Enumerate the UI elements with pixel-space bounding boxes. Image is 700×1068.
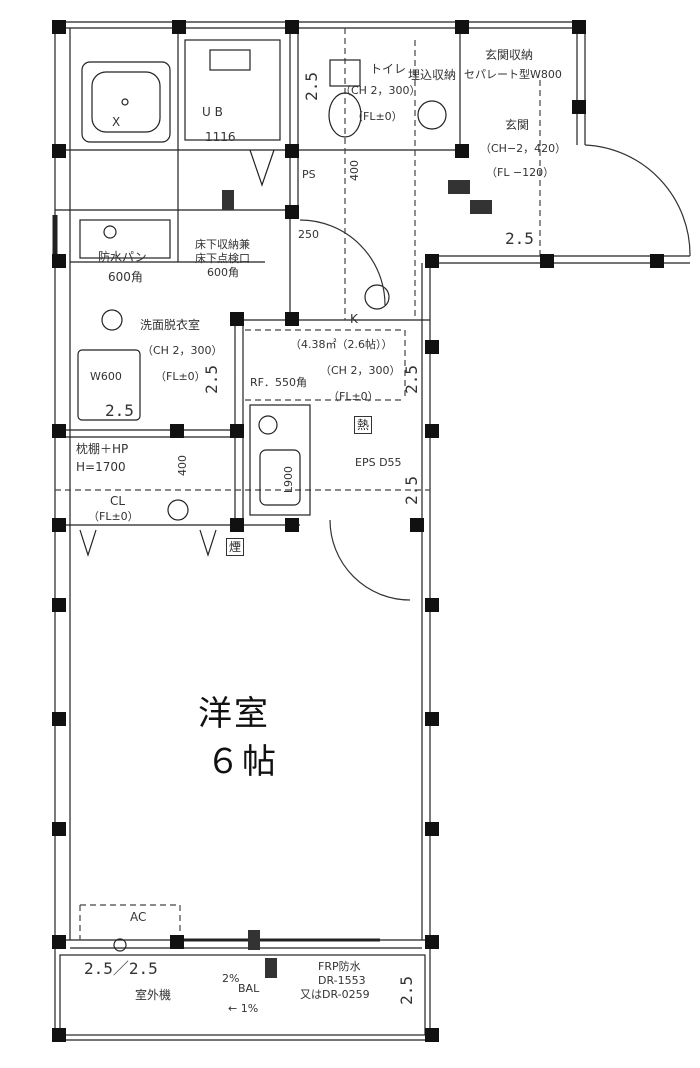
washroom-label: 洗面脱衣室 bbox=[140, 318, 201, 332]
ub-label: U B bbox=[202, 105, 223, 119]
balcony-slope: 2% bbox=[222, 972, 240, 985]
bathtub bbox=[81, 61, 171, 143]
outdoor-unit-label: 室外機 bbox=[135, 988, 172, 1002]
toilet-fixture bbox=[328, 59, 362, 138]
kitchen-k-label: K bbox=[350, 312, 358, 326]
interior-walls bbox=[55, 28, 461, 530]
cl-light-icon bbox=[167, 499, 189, 521]
dim-400-a: 400 bbox=[348, 160, 361, 181]
toilet-sink bbox=[417, 100, 447, 130]
dim-entrance: 2.5 bbox=[505, 229, 534, 248]
washroom-light-icon bbox=[101, 309, 123, 331]
washbasin bbox=[77, 349, 141, 421]
kitchen-ch: （CH 2，300） bbox=[320, 364, 401, 377]
dim-eps: 2.5 bbox=[402, 476, 421, 505]
bal-label: BAL bbox=[238, 982, 260, 995]
dim-kitchen-right: 2.5 bbox=[402, 365, 421, 394]
heat-symbol-icon: 熱 bbox=[354, 416, 372, 434]
underfloor-storage-3: 600角 bbox=[207, 266, 239, 279]
toilet-fl: （FL±0） bbox=[352, 110, 403, 123]
frp-label-1: FRP防水 bbox=[318, 960, 361, 973]
kitchen-fl: （FL±0） bbox=[328, 390, 379, 403]
main-room-size: ６帖 bbox=[206, 742, 278, 782]
unit-bath-floor bbox=[184, 39, 281, 141]
entrance-storage-label: 玄関収納 bbox=[485, 48, 534, 62]
entrance-storage-type: セパレート型W800 bbox=[464, 68, 562, 81]
waterproof-pan-label: 防水パン bbox=[98, 250, 147, 264]
shelf-label-2: H=1700 bbox=[76, 460, 126, 474]
kitchen-area: （4.38㎡（2.6帖）） bbox=[290, 338, 393, 351]
frp-label-3: 又はDR-0259 bbox=[300, 988, 370, 1001]
drain-icon bbox=[103, 225, 117, 239]
cl-label: CL bbox=[110, 494, 126, 508]
outer-walls bbox=[54, 21, 690, 1041]
underfloor-storage-1: 床下収納兼 bbox=[195, 238, 250, 251]
waterproof-pan-size: 600角 bbox=[108, 270, 143, 284]
slope-arrow-label: ← 1% bbox=[228, 1002, 259, 1015]
main-room-name: 洋室 bbox=[198, 694, 270, 734]
ps-label: PS bbox=[302, 168, 316, 181]
closet-marks bbox=[79, 149, 275, 557]
hatch-marks bbox=[222, 180, 492, 978]
entrance-ch: （CH−2，420） bbox=[480, 142, 567, 155]
dim-bal-right: 2.5 bbox=[397, 976, 416, 1005]
built-in-storage-label: 埋込収納 bbox=[408, 68, 457, 82]
ac-label: AC bbox=[130, 910, 147, 924]
dim-400-b: 400 bbox=[176, 455, 189, 476]
ac-outlet-icon bbox=[113, 938, 127, 952]
bath-faucet bbox=[209, 49, 251, 71]
bathtub-mark-icon: X bbox=[112, 115, 121, 129]
waterproof-pan bbox=[79, 219, 171, 259]
l900-label: L900 bbox=[282, 466, 295, 494]
toilet-ch: （CH 2，300） bbox=[340, 84, 421, 97]
smoke-symbol-icon: 煙 bbox=[226, 538, 244, 556]
entrance-label: 玄関 bbox=[505, 118, 530, 132]
door-swings bbox=[299, 144, 691, 601]
washroom-ch: （CH 2，300） bbox=[142, 344, 223, 357]
dim-wash-left: 2.5 bbox=[105, 401, 134, 420]
dim-bal-pair: 2.5／2.5 bbox=[84, 959, 158, 978]
entrance-fl: （FL −120） bbox=[486, 166, 555, 179]
cl-fl: （FL±0） bbox=[88, 510, 139, 523]
underfloor-storage-2: 床下点検口 bbox=[195, 252, 250, 265]
frp-label-2: DR-1553 bbox=[318, 974, 366, 987]
kitchen-light-icon bbox=[364, 284, 390, 310]
rf-label: RF．550角 bbox=[250, 376, 307, 389]
kitchen-counter bbox=[249, 404, 311, 516]
columns bbox=[52, 20, 664, 1042]
dim-250: 250 bbox=[298, 228, 319, 241]
dim-toilet: 2.5 bbox=[302, 72, 321, 101]
w600-label: W600 bbox=[90, 370, 122, 383]
ub-size: 1116 bbox=[205, 130, 236, 144]
shelf-label-1: 枕棚＋HP bbox=[76, 442, 129, 456]
toilet-label: トイレ bbox=[370, 62, 407, 76]
dashed-lines bbox=[55, 28, 541, 940]
dim-kitchen-left: 2.5 bbox=[202, 365, 221, 394]
eps-label: EPS D55 bbox=[355, 456, 402, 469]
washroom-fl: （FL±0） bbox=[155, 370, 206, 383]
